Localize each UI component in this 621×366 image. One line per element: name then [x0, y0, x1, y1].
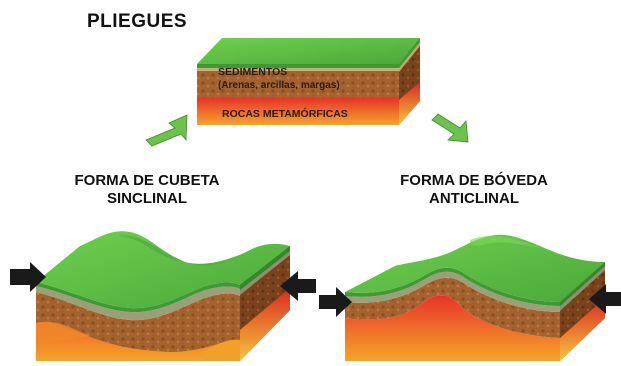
flat-strata-block	[197, 38, 420, 125]
anticline-block	[345, 234, 605, 361]
syncline-caption-line2: SINCLINAL	[107, 190, 187, 207]
diagram-title: PLIEGUES	[87, 11, 188, 32]
black-arrow-icon	[319, 287, 352, 317]
metamorphic-rocks-label: ROCAS METAMÓRFICAS	[222, 108, 348, 120]
black-arrow-icon	[589, 284, 621, 314]
syncline-top-surface	[36, 231, 290, 309]
anticline-caption: FORMA DE BÓVEDA ANTICLINAL	[374, 172, 574, 208]
syncline-caption: FORMA DE CUBETA SINCLINAL	[52, 172, 242, 208]
sediments-detail-label: (Arenas, arcillas, margas)	[218, 80, 340, 91]
green-arrow-icon	[145, 114, 188, 147]
sediments-label: SEDIMENTOS	[218, 66, 288, 78]
block-sediment-layer	[197, 71, 399, 98]
anticline-top-surface	[345, 234, 605, 302]
green-arrow-icon	[431, 113, 469, 143]
black-arrow-icon	[10, 262, 46, 292]
syncline-caption-line1: FORMA DE CUBETA	[74, 172, 220, 189]
syncline-block	[36, 231, 290, 361]
anticline-sediment	[345, 277, 560, 338]
anticline-caption-line2: ANTICLINAL	[429, 190, 519, 207]
block-metamorphic-layer	[197, 98, 399, 125]
syncline-sediment	[36, 292, 240, 352]
block-grass-strip	[197, 64, 399, 68]
black-arrow-icon	[280, 271, 316, 301]
block-top-face	[197, 38, 420, 64]
anticline-caption-line1: FORMA DE BÓVEDA	[400, 172, 548, 189]
